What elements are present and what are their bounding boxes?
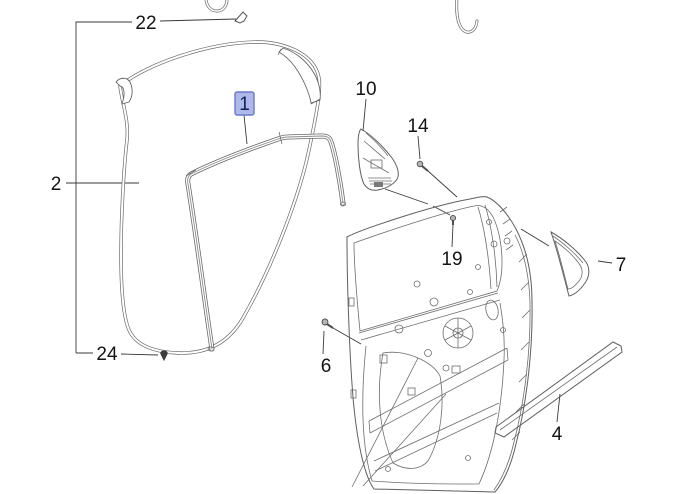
callout-14[interactable]: 14 — [407, 116, 429, 160]
channel-end-tip — [207, 346, 215, 352]
callout-bracket-lines — [66, 18, 237, 356]
bracket-mount-line — [384, 188, 429, 205]
leader-line-7 — [597, 260, 613, 264]
callout-22[interactable]: 22 — [135, 13, 156, 34]
clip-icon — [234, 11, 248, 24]
callout-6[interactable]: 6 — [321, 330, 332, 377]
belt-molding-strip — [494, 341, 623, 438]
callout-19[interactable]: 19 — [441, 224, 463, 270]
leader-line-10 — [362, 98, 367, 132]
leader-line-24 — [76, 352, 159, 356]
screw-icon-24 — [160, 350, 168, 362]
callout-7-label[interactable]: 7 — [616, 255, 627, 276]
bolt-icon-14 — [416, 160, 458, 198]
seal-mount-line — [520, 228, 550, 247]
callout-10-label[interactable]: 10 — [355, 79, 376, 100]
callout-7[interactable]: 7 — [597, 255, 627, 276]
leader-line-22 — [159, 18, 237, 22]
callout-24-label[interactable]: 24 — [96, 344, 118, 365]
weatherstrip-corner-sleeve — [278, 47, 321, 104]
callout-4[interactable]: 4 — [552, 393, 563, 445]
rear-door-drawing — [346, 196, 533, 493]
callout-1-selected[interactable]: 1 — [234, 91, 255, 145]
callout-19-label[interactable]: 19 — [441, 249, 462, 270]
callout-14-label[interactable]: 14 — [407, 116, 429, 137]
callout-2[interactable]: 2 — [51, 174, 62, 195]
bolt-icon-6 — [321, 318, 362, 345]
callout-22-label[interactable]: 22 — [135, 13, 156, 34]
callout-1-highlight-badge[interactable] — [234, 91, 255, 116]
cropped-hook-part — [204, 0, 229, 13]
callout-2-label[interactable]: 2 — [51, 174, 62, 195]
glass-run-channel — [185, 131, 346, 352]
quarter-glass-seal — [520, 228, 590, 297]
cropped-j-channel-part — [455, 0, 479, 34]
leader-line-14 — [417, 135, 421, 160]
channel-end-tip — [339, 201, 346, 207]
callout-10[interactable]: 10 — [355, 79, 377, 132]
leader-line-1 — [243, 114, 248, 145]
bracket-line-22-24 — [75, 21, 132, 353]
door-opening-weatherstrip-loop — [115, 40, 322, 355]
bolt-icon-19 — [432, 205, 457, 225]
leader-line-4 — [556, 393, 561, 423]
callout-6-label[interactable]: 6 — [321, 356, 332, 377]
callout-4-label[interactable]: 4 — [552, 424, 563, 445]
leader-line-19 — [451, 224, 454, 248]
weatherstrip-corner-sleeve-left — [115, 77, 133, 105]
callout-24[interactable]: 24 — [96, 344, 118, 365]
callout-1-label[interactable]: 1 — [239, 94, 250, 115]
leader-line-6 — [322, 330, 325, 355]
corner-cover-bracket — [357, 128, 429, 205]
